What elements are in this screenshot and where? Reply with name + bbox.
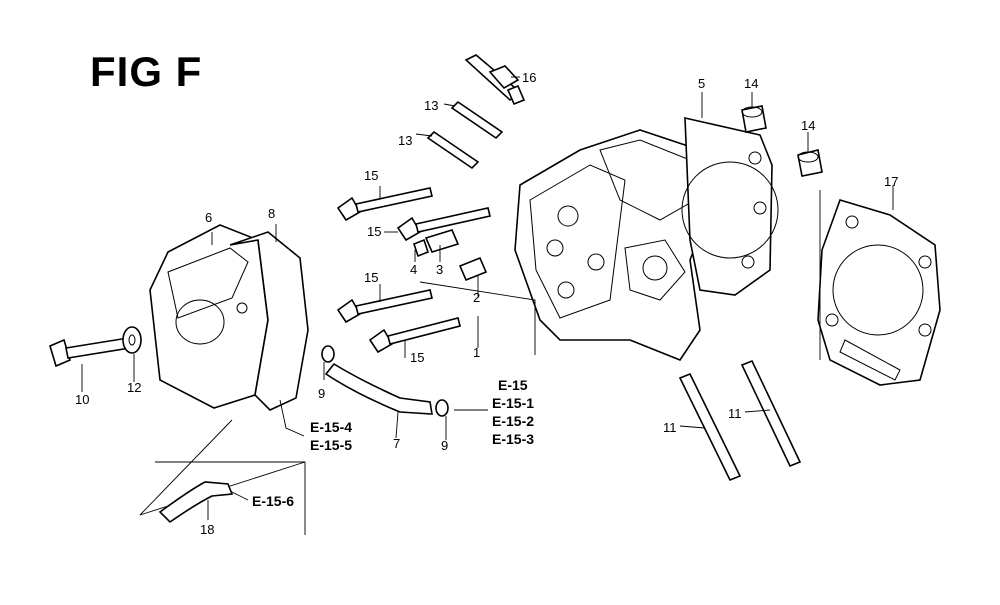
callout-10: 10	[75, 392, 89, 407]
dowel-pin-1[interactable]	[741, 105, 767, 133]
callout-13-lower: 13	[398, 133, 412, 148]
long-stud-left[interactable]	[678, 372, 742, 482]
callout-15-b: 15	[367, 224, 381, 239]
ref-e-15-4[interactable]: E-15-4	[310, 419, 352, 435]
head-cover[interactable]	[149, 224, 269, 409]
callout-15-c: 15	[364, 270, 378, 285]
ref-e-15-6[interactable]: E-15-6	[252, 493, 294, 509]
ref-e-15-1[interactable]: E-15-1	[492, 395, 534, 411]
valve-part-4[interactable]	[413, 238, 429, 258]
stud-bolt-lower[interactable]	[426, 130, 480, 170]
stud-bolt-upper[interactable]	[450, 100, 504, 140]
cover-washer[interactable]	[122, 326, 142, 354]
callout-11-right: 11	[728, 406, 742, 421]
cover-bolt[interactable]	[49, 337, 131, 368]
head-bolt-3[interactable]	[336, 289, 433, 324]
callout-9-upper: 9	[318, 386, 325, 401]
long-stud-right[interactable]	[740, 359, 802, 468]
callout-15-a: 15	[364, 168, 378, 183]
callout-16: 16	[522, 70, 536, 85]
head-bolt-4[interactable]	[368, 317, 461, 354]
callout-9-lower: 9	[441, 438, 448, 453]
callout-14-right: 14	[801, 118, 815, 133]
callout-8: 8	[268, 206, 275, 221]
callout-15-d: 15	[410, 350, 424, 365]
callout-1: 1	[473, 345, 480, 360]
callout-3: 3	[436, 262, 443, 277]
callout-2: 2	[473, 290, 480, 305]
callout-12: 12	[127, 380, 141, 395]
callout-18: 18	[200, 522, 214, 537]
callout-5: 5	[698, 76, 705, 91]
inset-hose[interactable]	[158, 481, 234, 524]
ref-e-15[interactable]: E-15	[498, 377, 528, 393]
callout-13-upper: 13	[424, 98, 438, 113]
ref-e-15-2[interactable]: E-15-2	[492, 413, 534, 429]
ref-e-15-3[interactable]: E-15-3	[492, 431, 534, 447]
callout-14-left: 14	[744, 76, 758, 91]
spark-plug[interactable]	[464, 54, 526, 106]
callout-6: 6	[205, 210, 212, 225]
figure-title: FIG F	[90, 48, 203, 95]
breather-hose[interactable]	[324, 362, 433, 415]
valve-part-2[interactable]	[458, 256, 488, 282]
callout-7: 7	[393, 436, 400, 451]
dowel-pin-2[interactable]	[797, 149, 823, 177]
cylinder-head[interactable]	[514, 129, 711, 361]
ref-e-15-5[interactable]: E-15-5	[310, 437, 352, 453]
head-gasket-front[interactable]	[817, 190, 941, 386]
callout-4: 4	[410, 262, 417, 277]
head-bolt-2[interactable]	[396, 207, 491, 242]
callout-11-left: 11	[663, 420, 677, 435]
head-bolt-1[interactable]	[336, 187, 433, 222]
hose-clip-lower[interactable]	[435, 399, 449, 417]
valve-part-3[interactable]	[424, 229, 460, 253]
hose-clip-upper[interactable]	[321, 345, 335, 363]
head-gasket-rear[interactable]	[681, 116, 779, 296]
callout-17: 17	[884, 174, 898, 189]
cover-gasket[interactable]	[229, 231, 309, 411]
